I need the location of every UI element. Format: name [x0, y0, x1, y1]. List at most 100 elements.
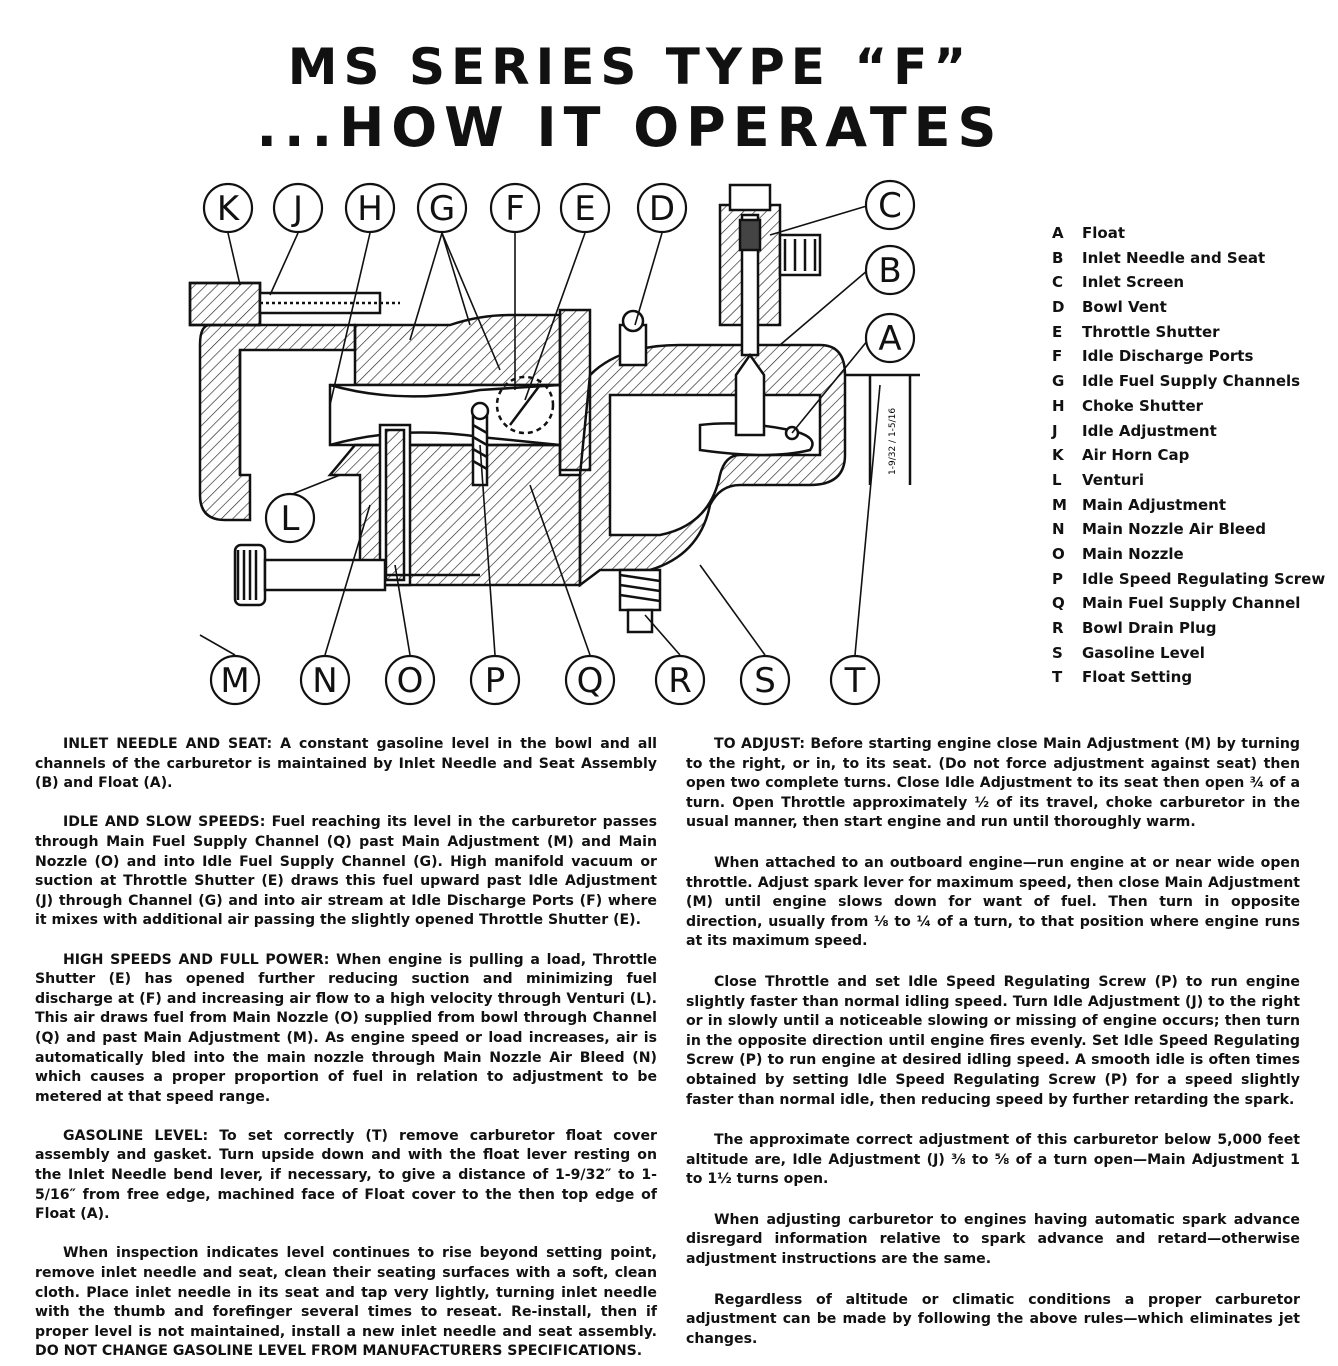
callout-C: C [878, 186, 902, 226]
callout-O: O [397, 661, 424, 701]
legend-item: N Main Nozzle Air Bleed [1052, 520, 1332, 545]
legend-label: Inlet Screen [1082, 273, 1185, 292]
legend-key: F [1052, 347, 1063, 366]
paragraph: INLET NEEDLE AND SEAT: A constant gasoli… [35, 735, 657, 794]
paragraph-text: Close Throttle and set Idle Speed Regula… [686, 973, 1300, 1108]
legend-label: Idle Speed Regulating Screw [1082, 569, 1326, 588]
callout-B: B [878, 251, 901, 291]
legend-key: M [1052, 495, 1067, 514]
paragraph: TO ADJUST: Before starting engine close … [686, 735, 1300, 833]
legend-key: L [1052, 470, 1062, 489]
page-title-line2: ...HOW IT OPERATES [256, 96, 1004, 159]
legend-key: T [1052, 668, 1063, 687]
legend-item: T Float Setting [1052, 668, 1332, 693]
carburetor-body [188, 183, 920, 634]
paragraph-heading: TO ADJUST: [714, 736, 805, 752]
paragraph-text: To set correctly (T) remove carburetor f… [35, 1127, 658, 1223]
callout-H: H [357, 189, 383, 229]
callout-T: T [844, 661, 866, 701]
paragraph-text: Fuel reaching its level in the carbureto… [35, 814, 657, 929]
paragraph-text: When adjusting carburetor to engines hav… [686, 1211, 1300, 1268]
legend-item: M Main Adjustment [1052, 496, 1332, 521]
paragraph-text: A constant gasoline level in the bowl an… [35, 736, 657, 792]
legend-key: N [1052, 520, 1065, 539]
callout-L: L [281, 499, 300, 539]
legend-label: Main Adjustment [1082, 495, 1227, 514]
paragraph: When inspection indicates level continue… [35, 1244, 657, 1362]
legend-item: C Inlet Screen [1052, 273, 1332, 298]
paragraph: Close Throttle and set Idle Speed Regula… [686, 973, 1300, 1110]
legend-key: E [1052, 322, 1063, 341]
callout-G: G [429, 189, 455, 229]
legend-item: J Idle Adjustment [1052, 422, 1332, 447]
legend-label: Venturi [1082, 470, 1145, 489]
paragraph: When attached to an outboard engine—run … [686, 854, 1300, 952]
callout-J: J [291, 189, 303, 229]
legend-label: Idle Adjustment [1082, 421, 1217, 440]
callout-F: F [505, 189, 525, 229]
legend-item: K Air Horn Cap [1052, 446, 1332, 471]
callout-R: R [668, 661, 692, 701]
paragraph: When adjusting carburetor to engines hav… [686, 1211, 1300, 1270]
float-setting-dimension-label: 1-9/32 / 1-5/16 [888, 408, 898, 475]
callout-D: D [649, 189, 675, 229]
legend-key: O [1052, 544, 1065, 563]
legend-label: Bowl Vent [1082, 298, 1167, 317]
paragraph-heading: GASOLINE LEVEL: [63, 1127, 209, 1144]
paragraph: The approximate correct adjustment of th… [686, 1131, 1300, 1190]
paragraph: GASOLINE LEVEL: To set correctly (T) rem… [35, 1127, 657, 1225]
legend-label: Main Nozzle Air Bleed [1082, 520, 1266, 539]
callout-P: P [485, 661, 506, 701]
legend-item: H Choke Shutter [1052, 397, 1332, 422]
callout-E: E [574, 189, 595, 229]
paragraph: HIGH SPEEDS AND FULL POWER: When engine … [35, 951, 657, 1108]
callout-leader-lines [199, 204, 881, 656]
legend-key: B [1052, 248, 1064, 267]
callout-A: A [878, 319, 901, 359]
legend-label: Bowl Drain Plug [1082, 619, 1217, 637]
page-title-line1: MS SERIES TYPE “F” [287, 38, 973, 96]
legend-item: P Idle Speed Regulating Screw [1052, 570, 1332, 595]
paragraph-heading: HIGH SPEEDS AND FULL POWER: [63, 951, 330, 968]
paragraph-heading: IDLE AND SLOW SPEEDS: [63, 814, 266, 831]
paragraph: IDLE AND SLOW SPEEDS: Fuel reaching its … [35, 813, 657, 931]
legend-label: Choke Shutter [1082, 396, 1204, 415]
paragraph-text: When engine is pulling a load, Throttle … [35, 951, 657, 1105]
paragraph-text: Regardless of altitude or climatic condi… [686, 1291, 1300, 1347]
legend-item: R Bowl Drain Plug [1052, 619, 1332, 644]
legend-label: Main Fuel Supply Channel [1082, 594, 1301, 613]
legend-key: S [1052, 643, 1063, 662]
legend-item: A Float [1052, 224, 1332, 249]
legend-item: L Venturi [1052, 471, 1332, 496]
carburetor-cutaway-diagram: 1-9/32 / 1-5/16 K J [188, 179, 920, 706]
paragraph-text: Before starting engine close Main Adjust… [686, 736, 1300, 831]
legend-label: Throttle Shutter [1082, 322, 1220, 341]
legend-label: Idle Fuel Supply Channels [1082, 372, 1301, 391]
legend-key: Q [1052, 594, 1065, 613]
legend-key: H [1052, 396, 1065, 415]
legend-label: Inlet Needle and Seat [1082, 248, 1266, 267]
legend-item: E Throttle Shutter [1052, 323, 1332, 348]
callout-M: M [220, 661, 249, 701]
legend-key: R [1052, 619, 1064, 637]
callout-N: N [312, 661, 337, 701]
legend-key: G [1052, 372, 1065, 391]
legend-key: C [1052, 273, 1064, 292]
legend-key: K [1052, 446, 1064, 465]
legend-key: A [1052, 224, 1064, 242]
legend-label: Float [1082, 224, 1125, 242]
paragraph-heading: INLET NEEDLE AND SEAT: [63, 736, 273, 752]
legend-label: Air Horn Cap [1082, 446, 1190, 465]
left-text-column: INLET NEEDLE AND SEAT: A constant gasoli… [35, 735, 657, 1362]
paragraph: Regardless of altitude or climatic condi… [686, 1291, 1300, 1350]
legend-key: P [1052, 569, 1063, 588]
paragraph-text: When attached to an outboard engine—run … [686, 854, 1300, 950]
legend-label: Float Setting [1082, 668, 1193, 687]
paragraph-text: The approximate correct adjustment of th… [686, 1132, 1300, 1188]
legend-item: Q Main Fuel Supply Channel [1052, 594, 1332, 619]
legend-key: J [1052, 421, 1058, 440]
